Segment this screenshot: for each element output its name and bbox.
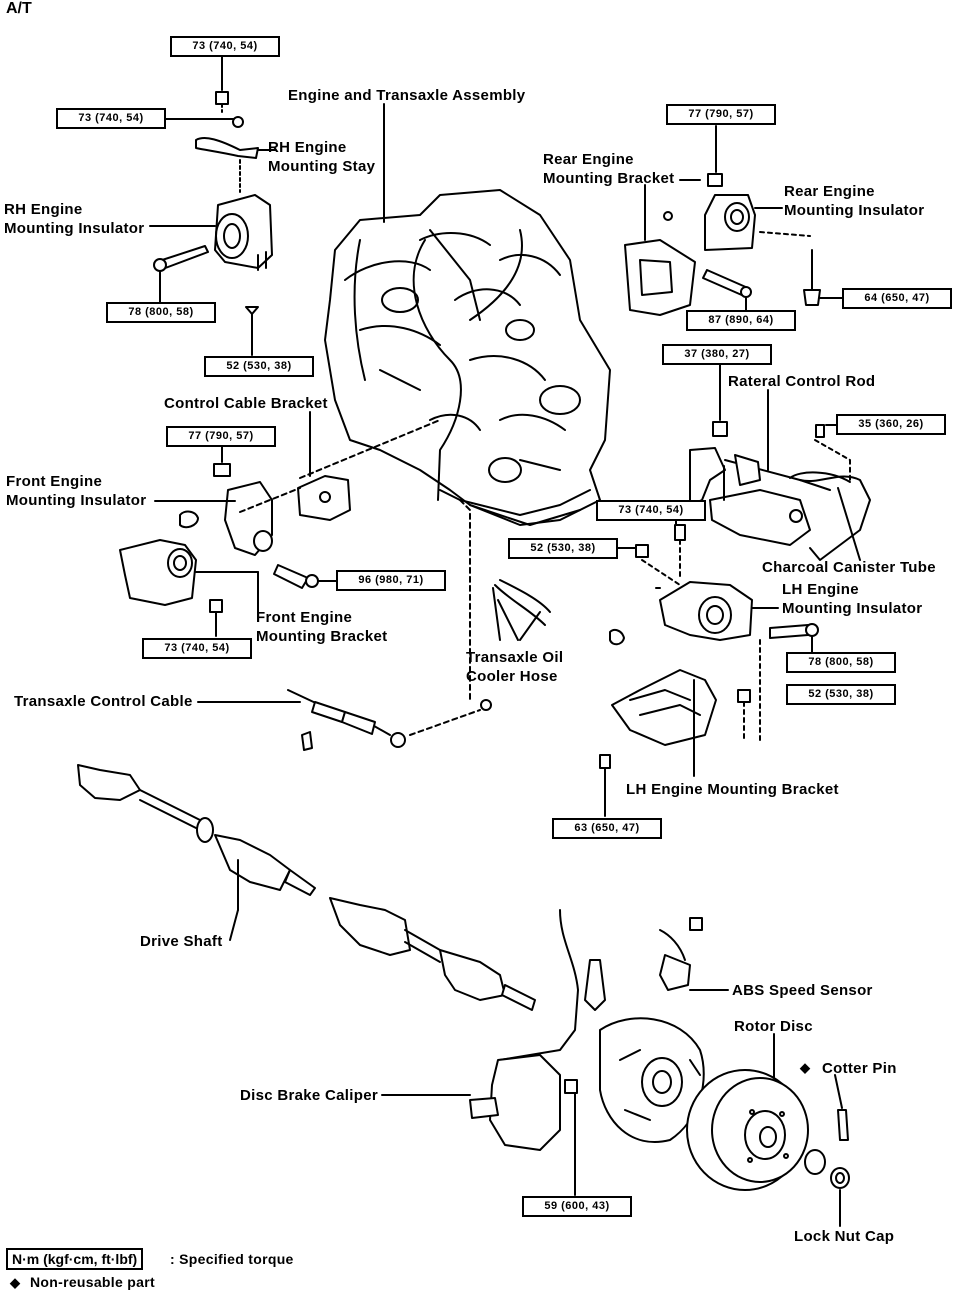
label-rear-mounting-insulator: Rear Engine Mounting Insulator (784, 183, 925, 219)
hose-and-cable-parts (197, 499, 551, 751)
label-lh-mounting-bracket: LH Engine Mounting Bracket (626, 781, 839, 798)
front-mount-parts (119, 411, 441, 637)
engine-transaxle-assembly (324, 189, 611, 526)
torque-spec-lh-73: 73 (740, 54) (596, 500, 706, 521)
rear-mount-parts (624, 125, 845, 316)
rh-mount-parts (149, 53, 276, 356)
label-control-cable-bracket: Control Cable Bracket (164, 395, 328, 412)
torque-spec-rh-bolt: 78 (800, 58) (106, 302, 216, 323)
label-rotor-disc: Rotor Disc (734, 1018, 813, 1035)
torque-spec-front-insulator: 77 (790, 57) (166, 426, 276, 447)
torque-spec-37: 37 (380, 27) (662, 344, 772, 365)
torque-spec-front-bracket: 73 (740, 54) (142, 638, 252, 659)
label-drive-shaft: Drive Shaft (140, 933, 223, 950)
label-disc-brake-caliper: Disc Brake Caliper (240, 1087, 378, 1104)
torque-spec-top: 73 (740, 54) (170, 36, 280, 57)
drive-shaft-parts (77, 764, 536, 1011)
torque-spec-96: 96 (980, 71) (336, 570, 446, 591)
torque-spec-63: 63 (650, 47) (552, 818, 662, 839)
torque-spec-lh-52a: 52 (530, 38) (508, 538, 618, 559)
legend-torque-unit: N·m (kgf·cm, ft·lbf) (6, 1248, 144, 1270)
label-lateral-control-rod: Rateral Control Rod (728, 373, 876, 390)
torque-spec-87: 87 (890, 64) (686, 310, 796, 331)
label-transaxle-oil-cooler-hose: Transaxle Oil Cooler Hose (466, 649, 564, 685)
torque-spec-52-left: 52 (530, 38) (204, 356, 314, 377)
legend-torque-description: : Specified torque (170, 1251, 294, 1267)
label-abs-speed-sensor: ABS Speed Sensor (732, 982, 873, 999)
label-lh-mounting-insulator: LH Engine Mounting Insulator (782, 581, 923, 617)
label-front-mounting-bracket: Front Engine Mounting Bracket (256, 609, 388, 645)
transmission-type-label: A/T (6, 0, 32, 17)
torque-spec-59: 59 (600, 43) (522, 1196, 632, 1217)
legend-nonreusable-description: Non-reusable part (30, 1274, 155, 1290)
label-cotter-pin: Cotter Pin (822, 1060, 897, 1077)
label-charcoal-canister-tube: Charcoal Canister Tube (762, 559, 936, 576)
torque-spec-64: 64 (650, 47) (842, 288, 952, 309)
label-transaxle-control-cable: Transaxle Control Cable (14, 693, 193, 710)
label-lock-nut-cap: Lock Nut Cap (794, 1228, 895, 1245)
torque-spec-lh-78: 78 (800, 58) (786, 652, 896, 673)
label-engine-transaxle-assembly: Engine and Transaxle Assembly (288, 87, 526, 104)
label-rh-mounting-stay: RH Engine Mounting Stay (268, 139, 376, 175)
torque-spec-35: 35 (360, 26) (836, 414, 946, 435)
torque-spec-lh-52b: 52 (530, 38) (786, 684, 896, 705)
torque-spec-rh-stay: 73 (740, 54) (56, 108, 166, 129)
label-rear-mounting-bracket: Rear Engine Mounting Bracket (543, 151, 675, 187)
torque-spec-rear-bracket: 77 (790, 57) (666, 104, 776, 125)
legend-nonreusable-icon: ◆ (10, 1275, 21, 1290)
cotter-pin-nonreusable-icon: ◆ (800, 1060, 811, 1075)
brake-and-hub-parts (381, 909, 850, 1227)
label-front-mounting-insulator: Front Engine Mounting Insulator (6, 473, 147, 509)
label-rh-mounting-insulator: RH Engine Mounting Insulator (4, 201, 145, 237)
